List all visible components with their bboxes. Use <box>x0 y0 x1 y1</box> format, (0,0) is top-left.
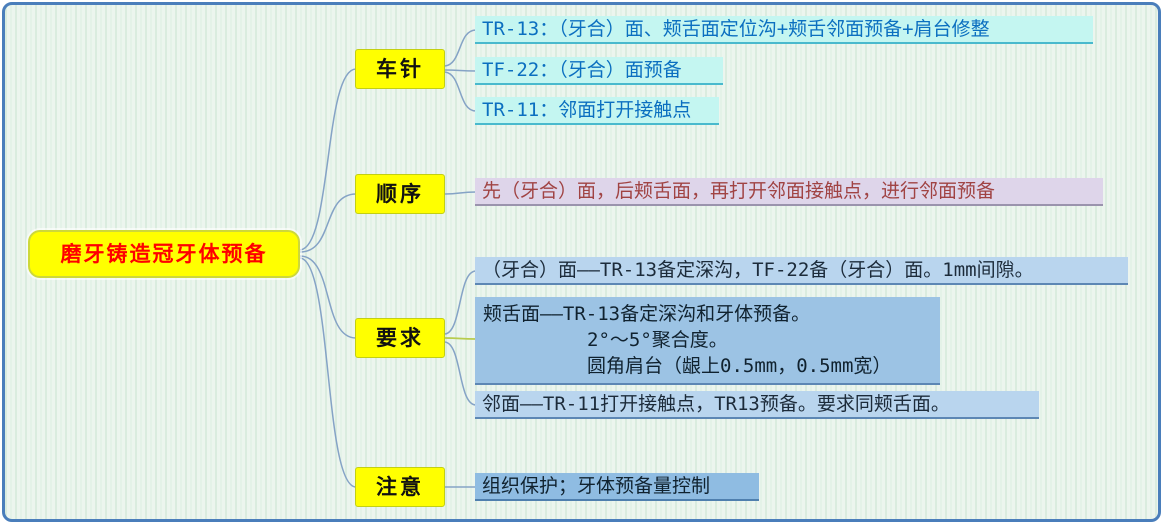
leaf-sequence-text[interactable]: 先（牙合）面，后颊舌面，再打开邻面接触点，进行邻面预备 <box>475 178 1103 206</box>
leaf-notes-text[interactable]: 组织保护；牙体预备量控制 <box>475 473 759 501</box>
leaf-buccolingual-line3: 圆角肩台（龈上0.5mm，0.5mm宽） <box>587 355 892 377</box>
root-node[interactable]: 磨牙铸造冠牙体预备 <box>28 230 300 278</box>
leaf-buccolingual[interactable]: 颊舌面——TR-13备定深沟和牙体预备。 2°～5°聚合度。 圆角肩台（龈上0.… <box>475 297 940 385</box>
leaf-tr13[interactable]: TR-13：（牙合）面、颊舌面定位沟+颊舌邻面预备+肩台修整 <box>475 16 1093 44</box>
leaf-occlusal[interactable]: （牙合）面——TR-13备定深沟，TF-22备（牙合）面。1mm间隙。 <box>475 257 1128 285</box>
leaf-tf22[interactable]: TF-22：（牙合）面预备 <box>475 57 723 85</box>
leaf-tr11[interactable]: TR-11：邻面打开接触点 <box>475 97 719 125</box>
branch-sequence[interactable]: 顺序 <box>355 174 445 214</box>
leaf-buccolingual-line1: 颊舌面——TR-13备定深沟和牙体预备。 <box>483 303 811 325</box>
leaf-buccolingual-line2: 2°～5°聚合度。 <box>587 329 728 351</box>
branch-requirements[interactable]: 要求 <box>355 318 445 358</box>
branch-notes[interactable]: 注意 <box>355 467 445 507</box>
branch-burs[interactable]: 车针 <box>355 49 445 89</box>
leaf-proximal[interactable]: 邻面——TR-11打开接触点，TR13预备。要求同颊舌面。 <box>475 391 1039 419</box>
